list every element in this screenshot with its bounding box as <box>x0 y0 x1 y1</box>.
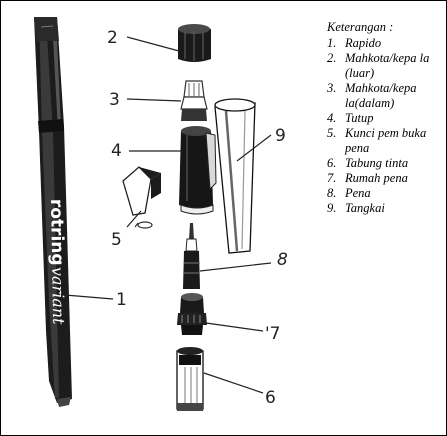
leader-line-6 <box>203 372 264 394</box>
barrel-holder <box>214 98 256 254</box>
leader-lines <box>64 36 272 394</box>
legend-item: 7.Rumah pena <box>327 171 408 185</box>
brand-variant: variant <box>48 267 68 326</box>
legend: Keterangan : 1.Rapido 2.Mahkota/kepa la … <box>327 20 443 216</box>
pen-brand-text: rotring variant <box>46 199 68 326</box>
legend-list: 1.Rapido 2.Mahkota/kepa la (luar) 3.Mahk… <box>327 36 443 216</box>
callout-numbers: 2 3 4 5 1 9 8 '7 6 <box>107 28 288 408</box>
callout-1: 1 <box>116 290 127 310</box>
leader-line-5 <box>126 210 142 228</box>
ink-tube <box>176 347 204 411</box>
callout-9: 9 <box>275 126 286 146</box>
legend-item: 2.Mahkota/kepa la (luar) <box>327 51 430 80</box>
callout-7: '7 <box>265 324 281 344</box>
outer-cap <box>178 24 211 62</box>
callout-5: 5 <box>111 230 122 250</box>
leader-line-9 <box>236 134 272 162</box>
callout-3: 3 <box>109 90 120 110</box>
callout-4: 4 <box>111 141 122 161</box>
legend-item: 1.Rapido <box>327 36 382 50</box>
legend-item: 4.Tutup <box>327 111 374 125</box>
pen-nib <box>183 223 200 289</box>
legend-item: 8.Pena <box>327 186 371 200</box>
callout-6: 6 <box>265 388 276 408</box>
brand-rotring: rotring <box>46 199 67 266</box>
callout-8: 8 <box>277 250 288 270</box>
leader-line-3 <box>126 98 182 102</box>
legend-item: 6.Tabung tinta <box>327 156 409 170</box>
callout-2: 2 <box>107 28 118 48</box>
pen-body: rotring variant <box>34 17 72 407</box>
cap-body <box>179 126 217 215</box>
legend-item: 9.Tangkai <box>327 201 385 215</box>
inner-cap <box>180 80 208 121</box>
leader-line-7 <box>205 322 264 332</box>
opening-key <box>122 166 162 229</box>
leader-line-1 <box>64 294 114 300</box>
leader-line-2 <box>126 36 180 52</box>
leader-line-8 <box>199 262 272 272</box>
legend-title: Keterangan : <box>327 20 394 34</box>
legend-item: 5.Kunci pem buka pena <box>327 126 427 155</box>
pen-housing <box>177 293 207 335</box>
legend-item: 3.Mahkota/kepa la(dalam) <box>327 81 417 110</box>
